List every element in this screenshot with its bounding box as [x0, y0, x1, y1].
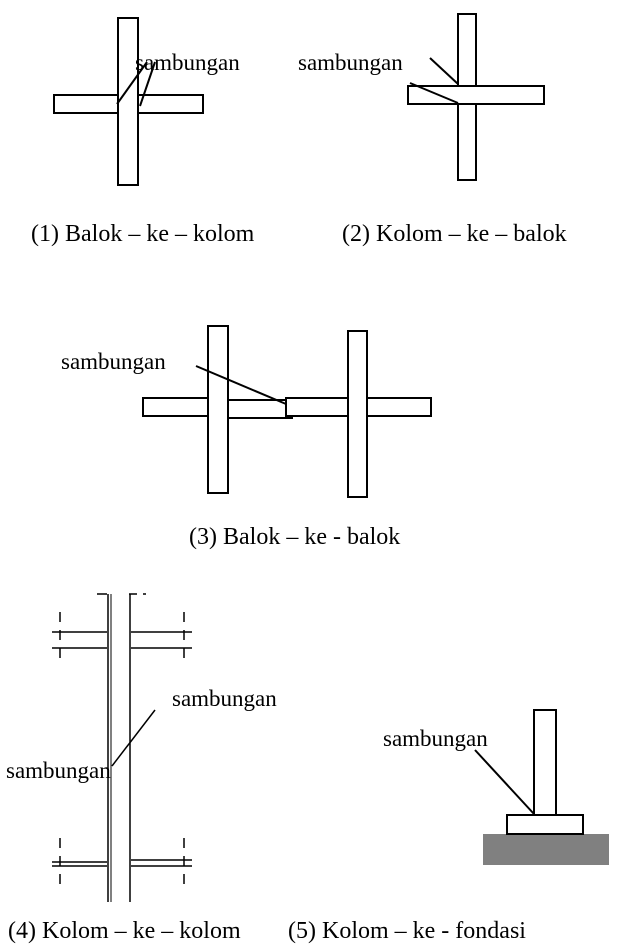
- d4-leader: [111, 709, 156, 767]
- diagram-3-beam-to-beam: [142, 325, 432, 498]
- d3-column-left: [207, 325, 229, 494]
- d5-footing: [506, 814, 584, 835]
- d5-label: sambungan: [383, 726, 488, 751]
- caption-3: (3) Balok – ke - balok: [189, 524, 400, 550]
- d3-leader: [195, 365, 287, 405]
- d5-column: [533, 709, 557, 816]
- diagram-5-column-to-foundation: [474, 709, 609, 865]
- caption-2: (2) Kolom – ke – balok: [342, 221, 567, 247]
- d3-beam-left: [142, 397, 210, 417]
- diagram-2-column-to-beam: [407, 13, 545, 181]
- d1-leader-2: [139, 61, 156, 107]
- d4-label-left: sambungan: [6, 758, 111, 783]
- caption-1: (1) Balok – ke – kolom: [31, 221, 255, 247]
- diagram-1-beam-to-column: [53, 17, 204, 186]
- caption-4: (4) Kolom – ke – kolom: [8, 918, 241, 944]
- d5-ground: [483, 834, 609, 865]
- d2-leader-2: [409, 82, 459, 104]
- d2-lower-column: [457, 103, 477, 181]
- d1-right-beam: [137, 94, 204, 114]
- d1-left-beam: [53, 94, 119, 114]
- caption-5: (5) Kolom – ke - fondasi: [288, 918, 526, 944]
- d1-label: sambungan: [135, 50, 240, 75]
- d3-beam-end: [366, 397, 432, 417]
- d2-leader-1: [429, 57, 459, 85]
- d2-upper-column: [457, 13, 477, 87]
- d2-label: sambungan: [298, 50, 403, 75]
- diagram-4-column-to-column: [52, 593, 192, 902]
- d3-label: sambungan: [61, 349, 166, 374]
- d1-column: [117, 17, 139, 186]
- d3-column-right: [347, 330, 368, 498]
- d2-beam: [407, 85, 545, 105]
- d5-leader: [474, 749, 535, 815]
- d3-beam-right: [285, 397, 349, 417]
- d1-leader-1: [116, 61, 148, 105]
- d4-label-right: sambungan: [172, 686, 277, 711]
